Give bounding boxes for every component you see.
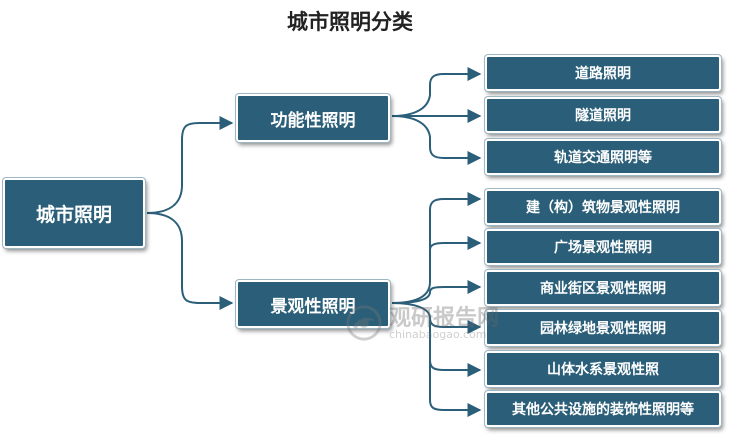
node-rail-transit-lighting: 轨道交通照明等 [485, 139, 721, 175]
diagram-title: 城市照明分类 [287, 9, 413, 34]
node-mountain-water-lighting: 山体水系景观性照 [485, 351, 721, 387]
edge-root-to-landscape [146, 212, 234, 310]
node-building-landscape-lighting: 建（构）筑物景观性照明 [485, 189, 721, 225]
edge-functional-trunk [391, 67, 482, 117]
edge-landscape-trunk [391, 192, 482, 304]
node-functional-lighting: 功能性照明 [236, 94, 390, 142]
node-landscape-lighting: 景观性照明 [236, 280, 390, 328]
node-road-lighting: 道路照明 [485, 55, 721, 91]
node-garden-landscape-lighting: 园林绿地景观性照明 [485, 310, 721, 346]
edge-landscape-to-garden [391, 302, 482, 334]
node-public-facility-lighting: 其他公共设施的装饰性照明等 [485, 391, 721, 427]
edge-landscape-to-public [429, 360, 482, 417]
node-root: 城市照明 [3, 178, 145, 248]
node-commercial-street-lighting: 商业街区景观性照明 [485, 270, 721, 306]
node-square-landscape-lighting: 广场景观性照明 [485, 229, 721, 265]
edge-landscape-to-square [429, 236, 482, 251]
node-tunnel-lighting: 隧道照明 [485, 97, 721, 133]
edge-landscape-to-street [391, 280, 482, 304]
edge-root-to-functional [146, 116, 234, 214]
edge-functional-to-rail [391, 115, 482, 165]
